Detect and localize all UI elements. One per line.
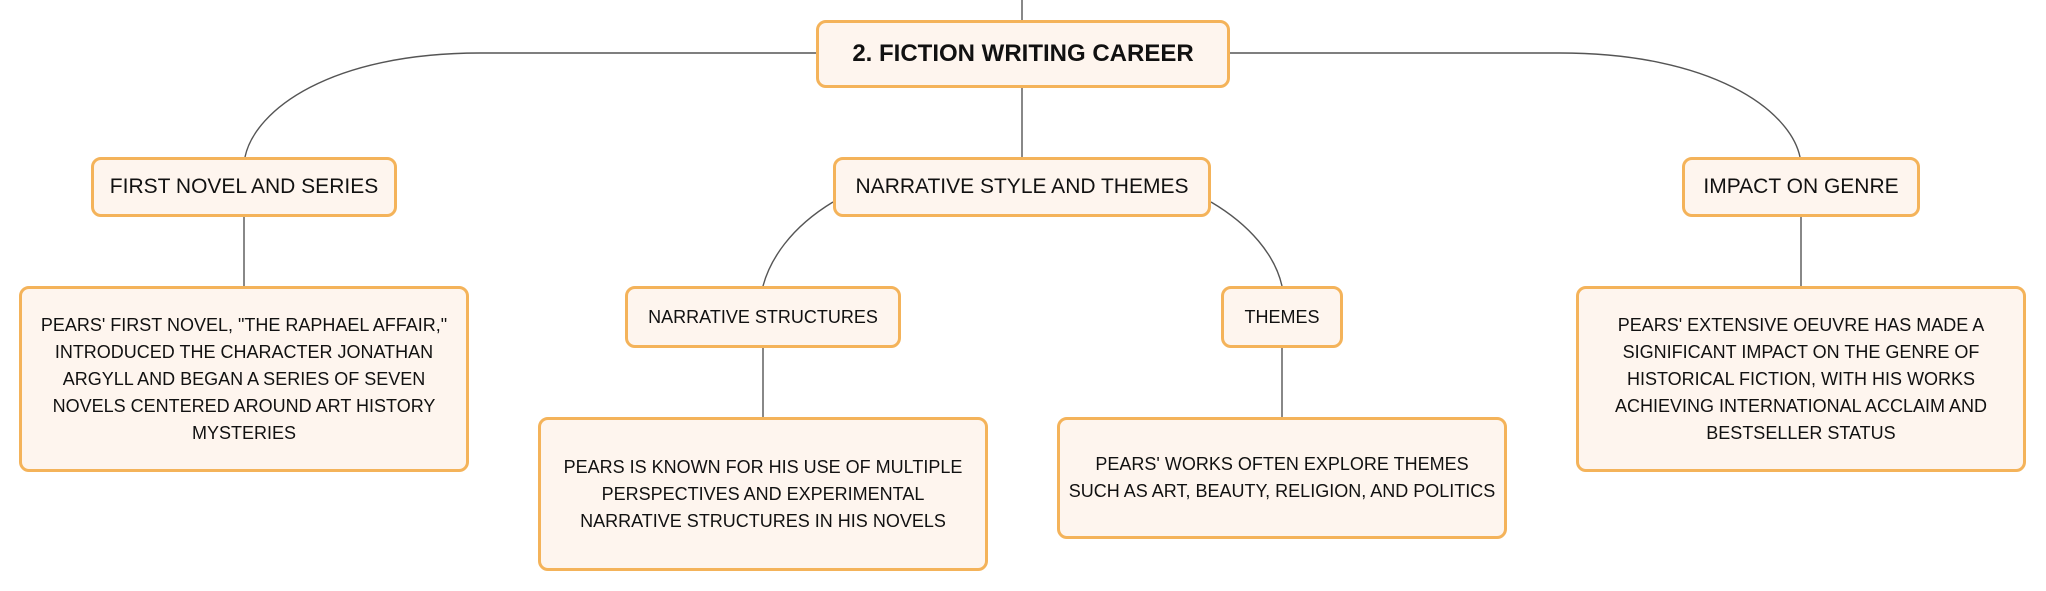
detail-text: PEARS IS KNOWN FOR HIS USE OF MULTIPLE P… (563, 456, 963, 531)
topic-label: IMPACT ON GENRE (1703, 175, 1899, 198)
detail-text: PEARS' WORKS OFTEN EXPLORE THEMES SUCH A… (1068, 454, 1496, 501)
detail-narrative-structures[interactable]: PEARS IS KNOWN FOR HIS USE OF MULTIPLE P… (538, 417, 988, 571)
connector-narrative-themes (1210, 201, 1283, 287)
root-node[interactable]: 2. FICTION WRITING CAREER (816, 20, 1230, 88)
topic-narrative-style-and-themes[interactable]: NARRATIVE STYLE AND THEMES (833, 157, 1211, 217)
detail-first-novel-and-series[interactable]: PEARS' FIRST NOVEL, "THE RAPHAEL AFFAIR,… (19, 286, 469, 472)
detail-text: PEARS' FIRST NOVEL, "THE RAPHAEL AFFAIR,… (40, 314, 448, 443)
detail-themes[interactable]: PEARS' WORKS OFTEN EXPLORE THEMES SUCH A… (1057, 417, 1507, 539)
connector-root-first-novel (244, 52, 816, 158)
topic-impact-on-genre[interactable]: IMPACT ON GENRE (1682, 157, 1920, 217)
subtopic-themes[interactable]: THEMES (1221, 286, 1343, 348)
root-label: 2. FICTION WRITING CAREER (852, 40, 1194, 67)
subtopic-label: THEMES (1244, 306, 1320, 327)
connector-root-impact (1229, 52, 1801, 158)
connector-narrative-structures (762, 201, 834, 287)
topic-label: FIRST NOVEL AND SERIES (109, 175, 379, 198)
subtopic-label: NARRATIVE STRUCTURES (648, 306, 878, 327)
detail-impact-on-genre[interactable]: PEARS' EXTENSIVE OEUVRE HAS MADE A SIGNI… (1576, 286, 2026, 472)
detail-text: PEARS' EXTENSIVE OEUVRE HAS MADE A SIGNI… (1614, 314, 1988, 443)
topic-first-novel-and-series[interactable]: FIRST NOVEL AND SERIES (91, 157, 397, 217)
subtopic-narrative-structures[interactable]: NARRATIVE STRUCTURES (625, 286, 901, 348)
topic-label: NARRATIVE STYLE AND THEMES (855, 175, 1189, 198)
